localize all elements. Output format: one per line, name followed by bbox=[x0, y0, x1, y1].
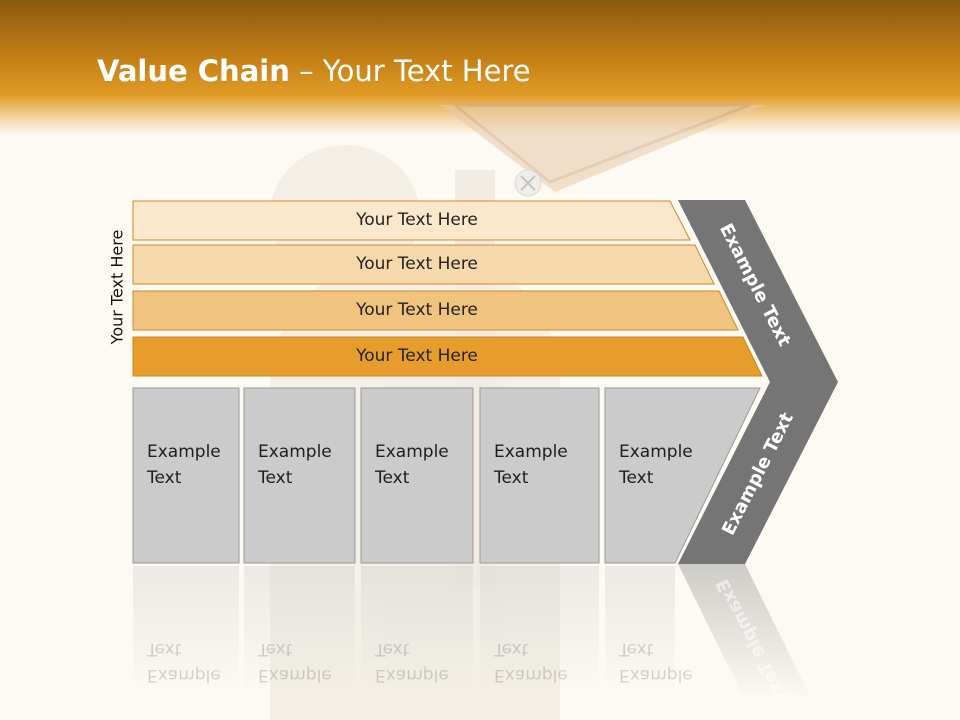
reflection-line2: Text bbox=[494, 639, 529, 659]
sign-board bbox=[440, 105, 765, 192]
column-box-2 bbox=[243, 387, 356, 564]
band-4 bbox=[132, 336, 763, 377]
band-1 bbox=[132, 200, 691, 241]
column-box-1 bbox=[132, 387, 240, 564]
column-reflection-4 bbox=[480, 566, 599, 696]
title-rest: – Your Text Here bbox=[289, 54, 531, 88]
band-label: Your Text Here bbox=[356, 346, 478, 366]
column-label-reflection: Example Text bbox=[375, 636, 475, 688]
column-reflection-3 bbox=[361, 566, 473, 696]
chevron-arrow bbox=[678, 200, 838, 564]
reflection-line1: Example bbox=[494, 665, 568, 685]
column-box-3 bbox=[360, 387, 474, 564]
column-label-line1: Example bbox=[375, 442, 449, 462]
column-reflection-2 bbox=[244, 566, 355, 696]
column-label-line2: Text bbox=[147, 468, 182, 488]
reflection-line2: Text bbox=[375, 639, 410, 659]
column-label-line2: Text bbox=[619, 468, 654, 488]
column-label-line1: Example bbox=[619, 442, 693, 462]
slide-title: Value Chain – Your Text Here bbox=[97, 54, 531, 88]
column-box-5 bbox=[604, 387, 761, 564]
title-bold: Value Chain bbox=[97, 54, 290, 88]
reflection-line1: Example bbox=[258, 665, 332, 685]
chevron-reflection bbox=[678, 564, 812, 700]
column-box-4 bbox=[479, 387, 600, 564]
column-label-line1: Example bbox=[258, 442, 332, 462]
column-label-reflection: Example Text bbox=[494, 636, 594, 688]
column-label-line2: Text bbox=[375, 468, 410, 488]
band-label: Your Text Here bbox=[356, 254, 478, 274]
band-label: Your Text Here bbox=[356, 210, 478, 230]
column-reflection-5 bbox=[605, 566, 675, 696]
column-label-reflection: Example Text bbox=[619, 636, 719, 688]
band-label: Your Text Here bbox=[356, 300, 478, 320]
column-label-reflection: Example Text bbox=[258, 636, 358, 688]
reflection-line2: Text bbox=[147, 639, 182, 659]
column-label-line2: Text bbox=[258, 468, 293, 488]
reflection-line1: Example bbox=[619, 665, 693, 685]
band-3 bbox=[132, 290, 739, 331]
column-reflection-1 bbox=[133, 566, 239, 696]
side-label: Your Text Here bbox=[107, 229, 127, 345]
column-label-line2: Text bbox=[494, 468, 529, 488]
reflection-line1: Example bbox=[147, 665, 221, 685]
reflection-line1: Example bbox=[375, 665, 449, 685]
reflection-line2: Text bbox=[258, 639, 293, 659]
column-label-line1: Example bbox=[147, 442, 221, 462]
column-label-line1: Example bbox=[494, 442, 568, 462]
reflection-line2: Text bbox=[619, 639, 654, 659]
column-label-reflection: Example Text bbox=[147, 636, 247, 688]
band-2 bbox=[132, 244, 715, 285]
